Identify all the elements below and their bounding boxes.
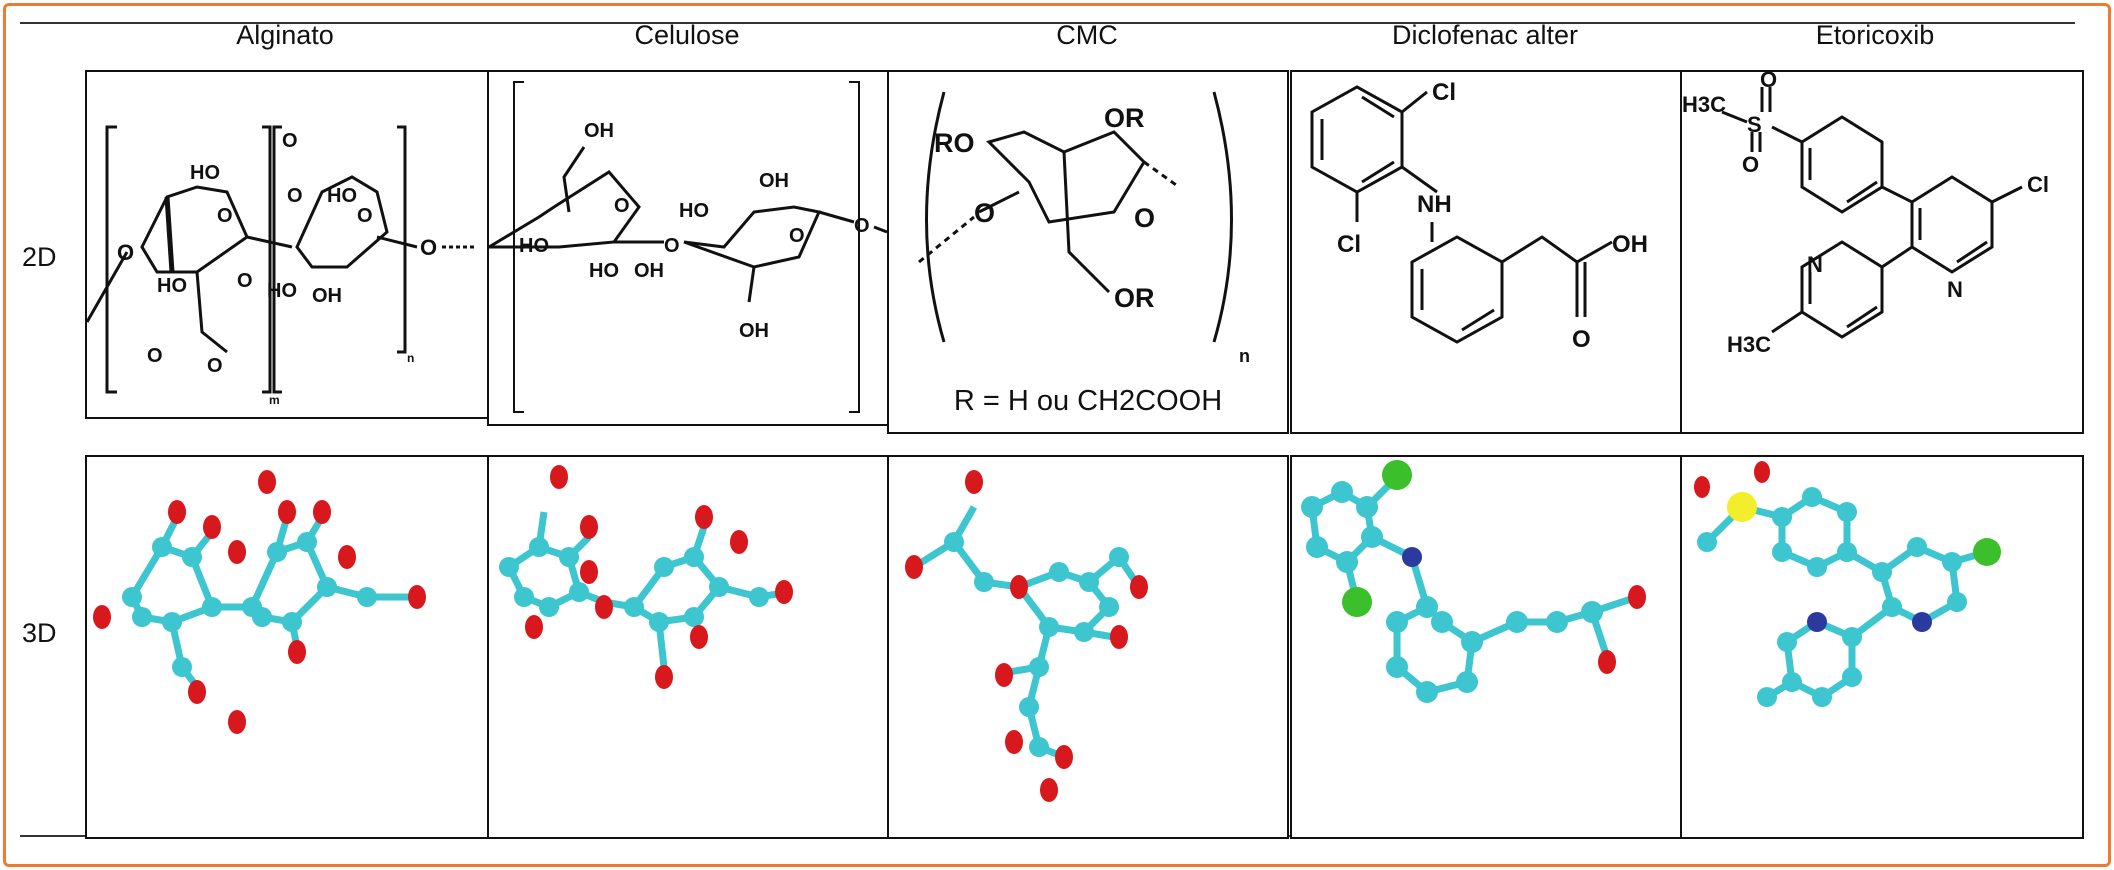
svg-text:O: O [974, 198, 995, 228]
svg-text:RO: RO [934, 128, 975, 158]
svg-text:m: m [269, 393, 280, 407]
svg-text:OH: OH [759, 170, 789, 192]
svg-text:O: O [357, 205, 373, 227]
svg-text:HO: HO [519, 235, 549, 257]
svg-text:O: O [1742, 152, 1759, 177]
svg-text:Cl: Cl [2027, 172, 2049, 197]
column-header-celulose: Celulose [634, 20, 740, 50]
cmc-2d-structure: RO OR O O OR n R = H ou CH2COOH [887, 70, 1289, 434]
svg-text:N: N [1947, 277, 1963, 302]
alginato-2d-structure: O HO O HO O O O O O HO O HO OH O m n [85, 70, 489, 419]
svg-text:S: S [1747, 112, 1762, 137]
svg-text:n: n [407, 351, 414, 365]
svg-text:O: O [614, 195, 630, 217]
svg-text:O: O [854, 215, 870, 237]
celulose-3d-model [487, 455, 889, 839]
svg-text:O: O [207, 355, 223, 377]
svg-text:H3C: H3C [1682, 92, 1726, 117]
etoricoxib-3d-model [1680, 455, 2084, 839]
figure-frame [3, 3, 2111, 867]
svg-text:H3C: H3C [1727, 332, 1771, 357]
svg-text:HO: HO [679, 200, 709, 222]
svg-text:O: O [1572, 326, 1591, 353]
svg-text:HO: HO [190, 162, 220, 184]
svg-text:OR: OR [1114, 283, 1155, 313]
svg-text:OH: OH [634, 260, 664, 282]
column-header-diclofenac: Diclofenac alter [1391, 20, 1579, 50]
svg-text:NH: NH [1417, 191, 1452, 218]
svg-text:Cl: Cl [1432, 79, 1456, 106]
top-rule [20, 22, 2075, 24]
svg-text:OH: OH [739, 320, 769, 342]
column-header-cmc: CMC [1056, 20, 1118, 50]
etoricoxib-2d-structure: H3C S O O Cl N N H3C [1680, 70, 2084, 434]
svg-text:OH: OH [584, 120, 614, 142]
svg-text:O: O [664, 235, 680, 257]
svg-text:O: O [117, 240, 134, 265]
diclofenac-2d-structure: Cl Cl NH OH O [1290, 70, 1684, 434]
cmc-substituent-note: R = H ou CH2COOH [953, 385, 1223, 417]
svg-text:O: O [282, 130, 298, 152]
svg-text:HO: HO [157, 275, 187, 297]
row-label-3d: 3D [22, 618, 57, 648]
celulose-2d-structure: OH O HO HO OH O HO OH O OH O [487, 70, 889, 426]
svg-text:HO: HO [267, 280, 297, 302]
svg-text:O: O [217, 205, 233, 227]
svg-text:O: O [1134, 203, 1155, 233]
svg-text:Cl: Cl [1337, 231, 1361, 258]
svg-text:OH: OH [312, 285, 342, 307]
row-label-2d: 2D [22, 242, 57, 272]
svg-text:N: N [1807, 252, 1823, 277]
svg-text:O: O [147, 345, 163, 367]
svg-text:HO: HO [327, 185, 357, 207]
svg-text:O: O [287, 185, 303, 207]
svg-text:O: O [420, 235, 437, 260]
svg-text:O: O [237, 270, 253, 292]
diclofenac-3d-model [1290, 455, 1684, 839]
svg-text:O: O [1760, 72, 1777, 92]
svg-text:O: O [789, 225, 805, 247]
svg-text:OR: OR [1104, 103, 1145, 133]
alginato-3d-model [85, 455, 489, 839]
svg-text:HO: HO [589, 260, 619, 282]
column-header-etoricoxib: Etoricoxib [1815, 20, 1935, 50]
svg-text:OH: OH [1612, 231, 1648, 258]
column-header-alginato: Alginato [236, 20, 334, 50]
cmc-3d-model [887, 455, 1289, 839]
svg-text:n: n [1239, 346, 1250, 366]
